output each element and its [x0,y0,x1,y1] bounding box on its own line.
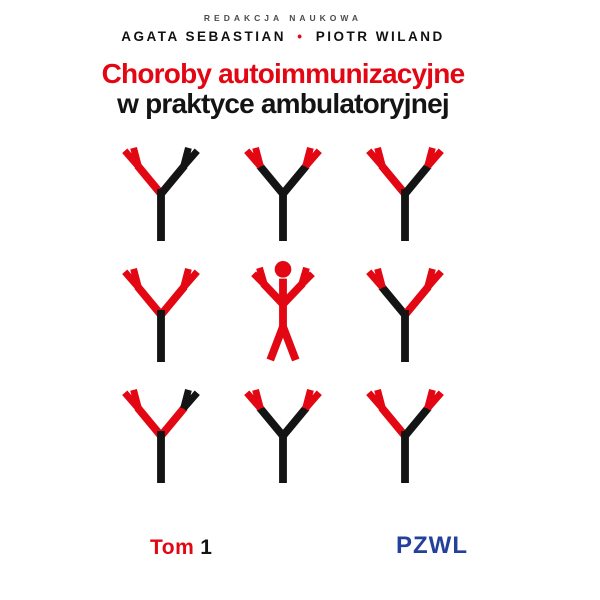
title-line-1: Choroby autoimmunizacyjne [101,58,466,89]
antibody-symbol [222,379,344,500]
antibody-symbol [100,137,222,258]
book-title: Choroby autoimmunizacyjne w praktyce amb… [0,58,566,120]
antibody-grid [100,137,466,500]
antibody-icon [366,268,444,363]
antibody-icon [122,147,200,242]
antibody-symbol [100,258,222,379]
person-icon [251,261,315,362]
antibody-icon [366,147,444,242]
antibody-icon [366,389,444,484]
person-symbol [222,258,344,379]
antibody-icon [122,268,200,363]
antibody-symbol [344,379,466,500]
antibody-symbol [344,137,466,258]
editor-name-1: AGATA SEBASTIAN [121,29,286,44]
antibody-icon [244,147,322,242]
antibody-icon [244,389,322,484]
title-line-2: w praktyce ambulatoryjnej [117,88,449,120]
volume-number: 1 [200,536,213,559]
antibody-symbol [344,258,466,379]
editors-separator-dot: • [297,29,305,44]
editors-names: AGATA SEBASTIAN • PIOTR WILAND [0,29,566,44]
editors-kicker: REDAKCJA NAUKOWA [203,13,363,23]
publisher-logo: PZWL [396,532,468,559]
volume-word: Tom [150,536,195,559]
antibody-symbol [100,379,222,500]
antibody-symbol [222,137,344,258]
editor-name-2: PIOTR WILAND [315,29,445,44]
cover-header: REDAKCJA NAUKOWA AGATA SEBASTIAN • PIOTR… [0,0,600,119]
antibody-icon [122,389,200,484]
